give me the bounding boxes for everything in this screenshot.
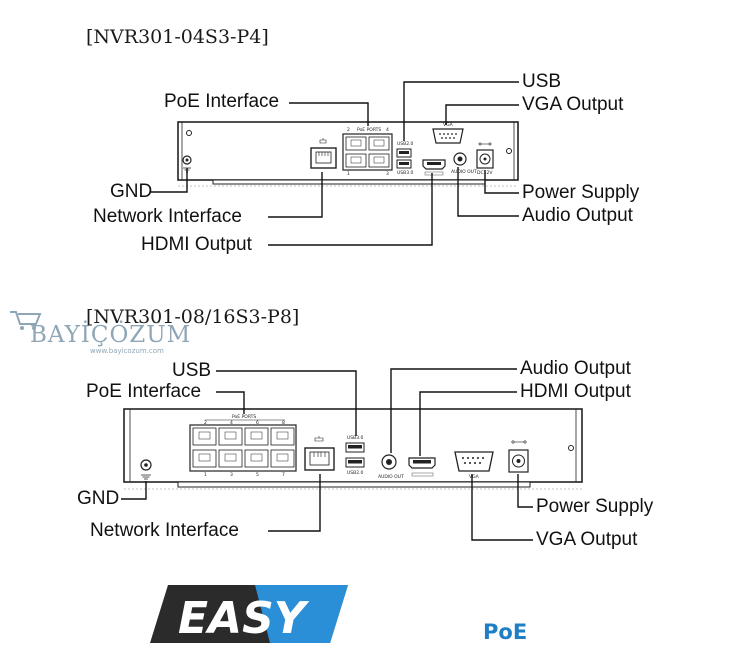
label-network-interface-1: Network Interface: [93, 206, 242, 227]
port-num-top: 4: [230, 420, 233, 426]
port-num-bottom: 5: [256, 472, 259, 478]
label-audio-output-1: Audio Output: [522, 205, 633, 226]
port-num-top: 2: [347, 127, 350, 133]
port-num-bottom: 3: [386, 171, 389, 177]
usb-caption-b: USB3.0: [397, 170, 414, 176]
audio-caption-2: AUDIO OUT: [378, 474, 404, 480]
label-vga-output-2: VGA Output: [536, 529, 638, 550]
network-port-icon: [304, 436, 335, 471]
poe-ports-block: PoE PORTS 2 4 1 3: [342, 127, 393, 177]
vga-port-1: VGA: [432, 122, 464, 144]
label-audio-output-2: Audio Output: [520, 358, 631, 379]
easy-logo-text: EASY: [178, 593, 310, 644]
vga-port-2: VGA: [454, 451, 494, 480]
leader-lines-2: [121, 368, 533, 541]
poe-ports-block-8: PoE PORTS 2 4 6 8 1 3 5 7: [189, 414, 297, 478]
label-gnd-2: GND: [77, 488, 120, 509]
label-power-supply-2: Power Supply: [536, 496, 654, 517]
usb-ports-1: USB2.0 USB3.0: [396, 141, 414, 176]
model-title-1: [NVR301-04S3-P4]: [86, 26, 269, 48]
vga-caption-1: VGA: [443, 122, 454, 128]
poe-ports-caption-2: PoE PORTS: [232, 414, 256, 420]
easy-logo-blue-band: [255, 585, 348, 643]
label-network-interface-2: Network Interface: [90, 520, 239, 541]
poe-ports-caption-1: PoE PORTS: [357, 127, 381, 133]
label-hdmi-output-1: HDMI Output: [141, 234, 252, 255]
label-usb-2: USB: [172, 360, 212, 381]
audio-port-1: AUDIO OUT: [451, 152, 477, 175]
usb-ports-2: USB3.0 USB2.0: [345, 435, 365, 476]
power-port-1: DC12V: [476, 142, 494, 176]
model-title-2: [NVR301-08/16S3-P8]: [86, 306, 300, 328]
usb-caption-bottom: USB2.0: [347, 470, 364, 476]
label-usb-1: USB: [522, 71, 562, 92]
device-2-rear-panel: PoE PORTS 2 4 6 8 1 3 5 7 USB3.0: [123, 408, 583, 490]
port-num-top: 4: [386, 127, 389, 133]
port-num-bottom: 1: [204, 472, 207, 478]
label-power-supply-1: Power Supply: [522, 182, 640, 203]
label-gnd-1: GND: [110, 181, 153, 202]
watermark-url: www.bayicozum.com: [90, 347, 164, 355]
vga-caption-2: VGA: [469, 474, 480, 480]
port-num-bottom: 7: [282, 472, 285, 478]
audio-port-2: AUDIO OUT: [378, 454, 404, 480]
port-num-bottom: 3: [230, 472, 233, 478]
label-hdmi-output-2: HDMI Output: [520, 381, 631, 402]
watermark-brand: BAYİÇÖZÜM: [30, 322, 192, 348]
hdmi-port-2: [408, 457, 436, 477]
port-num-top: 2: [204, 420, 207, 426]
hdmi-port-1: [422, 159, 446, 176]
cart-icon: [10, 311, 42, 330]
power-port-2: [508, 440, 529, 473]
port-num-top: 8: [282, 420, 285, 426]
leader-lines-1: [151, 81, 519, 246]
easy-logo: EASY: [150, 585, 348, 644]
usb-caption-a: USB2.0: [397, 141, 414, 147]
poe-badge: PoE: [483, 620, 528, 644]
ground-symbol-icon: [141, 474, 151, 480]
label-poe-interface-2: PoE Interface: [86, 381, 202, 402]
audio-caption-1: AUDIO OUT: [451, 169, 477, 175]
port-num-bottom: 1: [347, 171, 350, 177]
usb-caption-top: USB3.0: [347, 435, 364, 441]
label-vga-output-1: VGA Output: [522, 94, 624, 115]
port-num-top: 6: [256, 420, 259, 426]
device-1-rear-panel: PoE PORTS 2 4 1 3 USB2.0 USB3.0: [177, 121, 519, 187]
network-port-icon: [310, 138, 337, 169]
label-poe-interface-1: PoE Interface: [164, 91, 280, 112]
